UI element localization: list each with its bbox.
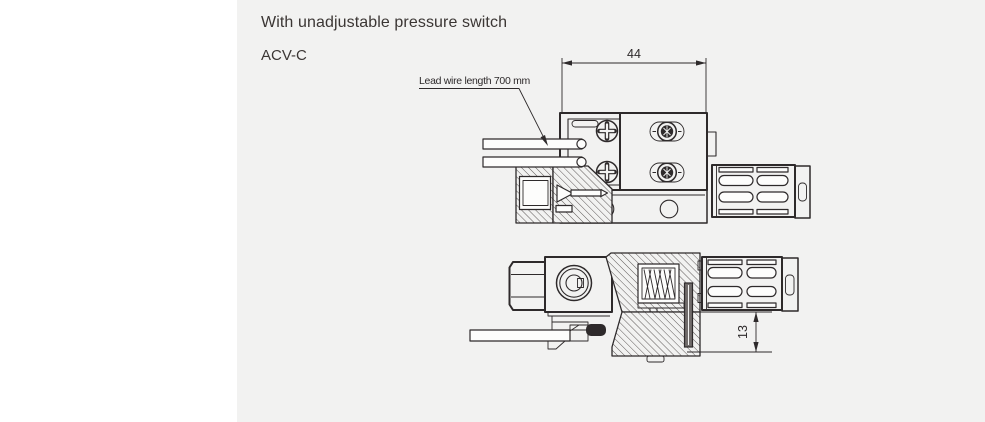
port-hole	[659, 199, 679, 219]
vent-slot	[571, 120, 599, 128]
page-title: With unadjustable pressure switch	[261, 14, 508, 31]
side-view: 13	[469, 252, 799, 363]
bottom-tab	[646, 355, 665, 363]
adjust-knob	[555, 264, 593, 302]
dim-width-label: 44	[627, 47, 641, 61]
valve-cone	[556, 184, 574, 203]
spring-section	[643, 269, 676, 299]
switch-housing-section	[605, 252, 701, 363]
muffler-top	[711, 164, 811, 219]
dimension-width: 44	[561, 47, 707, 112]
phillips-screw-icon	[595, 160, 619, 184]
valve-block-side	[544, 256, 613, 313]
lead-wires	[482, 138, 587, 168]
top-view: 44 Lead wire length 700 mm	[419, 47, 811, 224]
wire-grommet	[586, 324, 606, 336]
outlet-boss	[706, 131, 717, 157]
socket-screw-icon	[649, 121, 685, 142]
model-code: ACV-C	[261, 47, 307, 64]
dim-height-label: 13	[736, 325, 750, 339]
socket-screw-icon	[649, 162, 685, 183]
muffler-side	[697, 256, 799, 312]
lead-wire-side	[469, 329, 571, 342]
wire-bracket-side	[469, 312, 610, 350]
hex-fitting-side	[508, 261, 546, 311]
phillips-screw-icon	[595, 119, 619, 143]
inlet-fitting-section	[515, 165, 613, 224]
lead-wire-label: Lead wire length 700 mm	[419, 75, 531, 87]
dimension-height: 13	[687, 311, 772, 353]
lead-wire-callout: Lead wire length 700 mm	[419, 75, 548, 146]
